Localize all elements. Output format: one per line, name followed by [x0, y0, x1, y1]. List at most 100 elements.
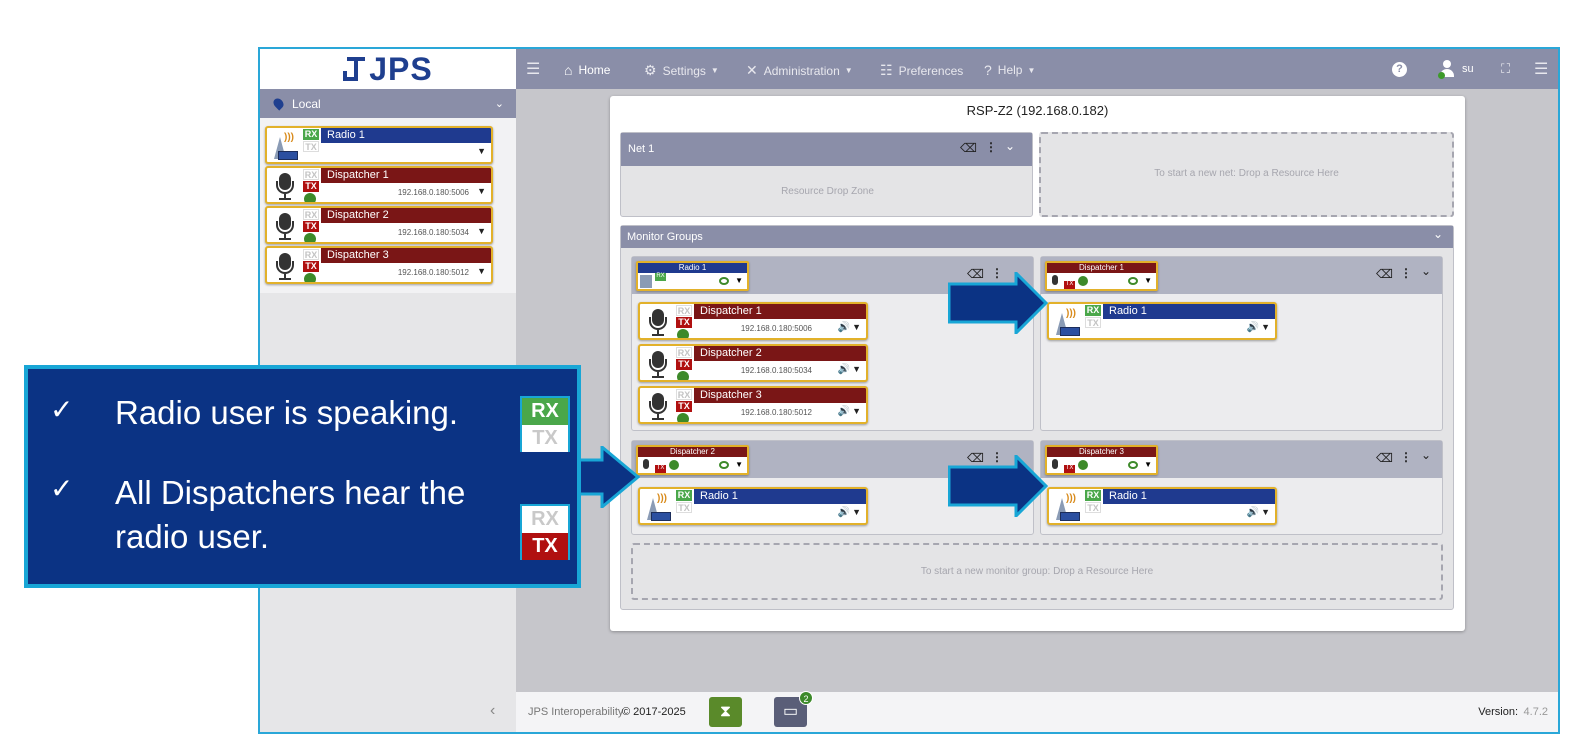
- microphone-icon: [270, 211, 300, 241]
- chevron-down-icon[interactable]: ▼: [735, 276, 743, 285]
- rx-indicator: RX: [303, 249, 319, 260]
- hamburger-icon[interactable]: ☰: [526, 61, 541, 78]
- user-name[interactable]: su: [1462, 63, 1474, 75]
- chevron-down-icon[interactable]: ▼: [1144, 276, 1152, 285]
- speaker-icon[interactable]: 🔊: [837, 322, 850, 333]
- eye-icon[interactable]: [719, 461, 729, 469]
- help-button[interactable]: ?: [1392, 62, 1407, 77]
- member-name: Dispatcher 3: [694, 388, 866, 403]
- chevron-down-icon[interactable]: ▼: [1144, 460, 1152, 469]
- member-card-dispatcher-1[interactable]: RX TX Dispatcher 1 192.168.0.180:5006 🔊 …: [638, 302, 868, 340]
- group-head-card[interactable]: Radio 1 RX ▼: [636, 261, 749, 291]
- nav-administration[interactable]: ✕ Administration ▼: [746, 62, 853, 79]
- menu-icon[interactable]: ☰: [1534, 61, 1549, 78]
- kebab-icon[interactable]: ⋮: [1400, 450, 1412, 464]
- chevron-down-icon[interactable]: ▼: [477, 186, 486, 196]
- eraser-icon[interactable]: ⌫: [1376, 451, 1393, 465]
- group-head-card[interactable]: Dispatcher 1 TX ▼: [1045, 261, 1158, 291]
- chevron-left-icon[interactable]: ‹: [490, 702, 496, 719]
- chevron-down-icon[interactable]: ⌄: [494, 98, 504, 110]
- resource-card-radio-1[interactable]: ))) RX TX Radio 1 ▼: [265, 126, 493, 164]
- nav-settings[interactable]: ⚙ Settings ▼: [644, 62, 719, 79]
- rx-indicator: RX: [1085, 305, 1101, 316]
- callout-line-2b: radio user.: [115, 518, 270, 555]
- eye-icon[interactable]: [1128, 461, 1138, 469]
- resource-name: Dispatcher 2: [321, 208, 491, 223]
- monitor-group-header: Dispatcher 1 TX ▼ ⌫ ⋮ ⌄: [1041, 257, 1442, 294]
- eraser-icon[interactable]: ⌫: [1376, 267, 1393, 281]
- speaker-icon[interactable]: 🔊: [1246, 507, 1259, 518]
- footer-copyright: © 2017-2025: [622, 706, 686, 718]
- kebab-icon[interactable]: ⋮: [985, 140, 997, 154]
- group-head-card[interactable]: Dispatcher 3 TX ▼: [1045, 445, 1158, 475]
- eye-icon[interactable]: [719, 277, 729, 285]
- hourglass-button[interactable]: ⧗: [709, 697, 742, 727]
- new-net-drop-zone[interactable]: To start a new net: Drop a Resource Here: [1039, 132, 1454, 217]
- member-card-dispatcher-3[interactable]: RX TX Dispatcher 3 192.168.0.180:5012 🔊 …: [638, 386, 868, 424]
- microphone-icon: [643, 349, 673, 379]
- member-card-radio-1[interactable]: ))) RX TX Radio 1 🔊 ▼: [638, 487, 868, 525]
- chevron-down-icon[interactable]: ▼: [735, 460, 743, 469]
- brand-name: JPS: [369, 50, 433, 87]
- member-card-radio-1[interactable]: ))) RX TX Radio 1 🔊 ▼: [1047, 487, 1277, 525]
- microphone-icon: [643, 307, 673, 337]
- resource-name: Radio 1: [321, 128, 491, 143]
- eraser-icon[interactable]: ⌫: [960, 141, 977, 155]
- chevron-down-icon[interactable]: ⌄: [1421, 264, 1432, 278]
- caret-down-icon: ▼: [710, 66, 719, 75]
- chevron-down-icon[interactable]: ⌄: [1421, 448, 1432, 462]
- user-icon[interactable]: [1438, 60, 1454, 79]
- eye-icon[interactable]: [1128, 277, 1138, 285]
- speaker-icon[interactable]: 🔊: [1246, 322, 1259, 333]
- chevron-down-icon[interactable]: ▼: [852, 364, 861, 374]
- chevron-down-icon[interactable]: ▼: [852, 406, 861, 416]
- site-selector[interactable]: Local ⌄: [260, 89, 516, 118]
- nav-home[interactable]: ⌂ Home: [564, 62, 610, 78]
- new-monitor-group-drop-zone[interactable]: To start a new monitor group: Drop a Res…: [631, 543, 1443, 600]
- speaker-icon[interactable]: 🔊: [837, 507, 850, 518]
- chevron-down-icon[interactable]: ▼: [477, 226, 486, 236]
- checkmark-icon: ✓: [50, 473, 74, 504]
- monitor-group-dispatcher-1: Dispatcher 1 TX ▼ ⌫ ⋮ ⌄ ))) RX: [1040, 256, 1443, 431]
- callout-box: ✓ Radio user is speaking. ✓ All Dispatch…: [24, 365, 581, 588]
- nav-help[interactable]: ? Help ▼: [984, 62, 1035, 78]
- map-pin-icon: [271, 96, 286, 111]
- member-name: Dispatcher 1: [694, 304, 866, 319]
- group-head-name: Dispatcher 1: [1047, 263, 1156, 273]
- eraser-icon[interactable]: ⌫: [967, 451, 984, 465]
- eraser-icon[interactable]: ⌫: [967, 267, 984, 281]
- home-icon: ⌂: [564, 62, 573, 78]
- resource-card-dispatcher-3[interactable]: RX TX Dispatcher 3 192.168.0.180:5012 ▼: [265, 246, 493, 284]
- chevron-down-icon[interactable]: ⌄: [1433, 227, 1444, 241]
- tx-indicator: TX: [1064, 281, 1075, 289]
- resource-card-dispatcher-1[interactable]: RX TX Dispatcher 1 192.168.0.180:5006 ▼: [265, 166, 493, 204]
- chevron-down-icon[interactable]: ▼: [852, 322, 861, 332]
- chevron-down-icon[interactable]: ▼: [1261, 507, 1270, 517]
- chevron-down-icon[interactable]: ⌄: [1005, 139, 1016, 153]
- speaker-icon[interactable]: 🔊: [837, 406, 850, 417]
- chevron-down-icon[interactable]: ▼: [1261, 322, 1270, 332]
- resource-ip: 192.168.0.180:5034: [397, 228, 469, 237]
- callout-line-1: Radio user is speaking.: [115, 394, 459, 431]
- group-head-card[interactable]: Dispatcher 2 TX ▼: [636, 445, 749, 475]
- chevron-down-icon[interactable]: ▼: [477, 146, 486, 156]
- chevron-down-icon[interactable]: ▼: [477, 266, 486, 276]
- resource-card-dispatcher-2[interactable]: RX TX Dispatcher 2 192.168.0.180:5034 ▼: [265, 206, 493, 244]
- member-ip: 192.168.0.180:5012: [740, 408, 812, 417]
- devices-button[interactable]: ▭ 2: [774, 691, 813, 727]
- tx-indicator: TX: [676, 502, 692, 513]
- chevron-down-icon[interactable]: ▼: [852, 507, 861, 517]
- speaker-icon[interactable]: 🔊: [837, 364, 850, 375]
- group-head-name: Dispatcher 3: [1047, 447, 1156, 457]
- fullscreen-icon[interactable]: ⛶: [1501, 61, 1511, 76]
- member-card-dispatcher-2[interactable]: RX TX Dispatcher 2 192.168.0.180:5034 🔊 …: [638, 344, 868, 382]
- monitor-groups-header: Monitor Groups ⌄: [621, 226, 1453, 248]
- member-card-radio-1[interactable]: ))) RX TX Radio 1 🔊 ▼: [1047, 302, 1277, 340]
- kebab-icon[interactable]: ⋮: [991, 266, 1003, 280]
- kebab-icon[interactable]: ⋮: [1400, 266, 1412, 280]
- net-group: Net 1 ⌫ ⋮ ⌄ Resource Drop Zone: [620, 132, 1033, 217]
- microphone-icon: [643, 391, 673, 421]
- kebab-icon[interactable]: ⋮: [991, 450, 1003, 464]
- rx-indicator: RX: [522, 398, 568, 425]
- nav-preferences[interactable]: ☷ Preferences: [880, 62, 963, 79]
